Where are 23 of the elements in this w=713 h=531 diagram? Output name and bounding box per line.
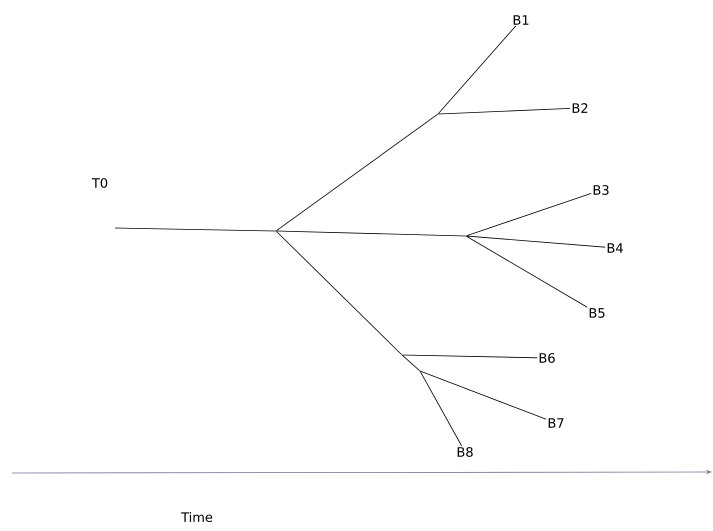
branch-line: [420, 370, 547, 420]
branch-label: B1: [514, 15, 528, 25]
branch-line: [466, 192, 592, 236]
branch-line: [276, 231, 402, 355]
branch-label: B5: [590, 308, 604, 318]
branch-line: [466, 236, 606, 248]
branch-line: [276, 230, 466, 236]
branch-label: B4: [608, 243, 623, 253]
branch-line: [420, 371, 462, 446]
branch-line: [438, 26, 516, 114]
branch-line: [402, 355, 420, 371]
branch-label: B7: [548, 418, 564, 428]
branch-line: [466, 236, 588, 308]
branch-label: B2: [572, 103, 588, 113]
branch-line: [402, 354, 538, 358]
branch-line: [438, 108, 571, 114]
branch-label: B3: [594, 185, 609, 195]
branch-line: [114, 228, 276, 232]
branch-line: [276, 114, 438, 231]
text-label: Time: [181, 512, 212, 522]
text-label: T0: [92, 178, 108, 188]
branch-label: B6: [540, 353, 555, 363]
branch-label: B8: [458, 447, 473, 457]
